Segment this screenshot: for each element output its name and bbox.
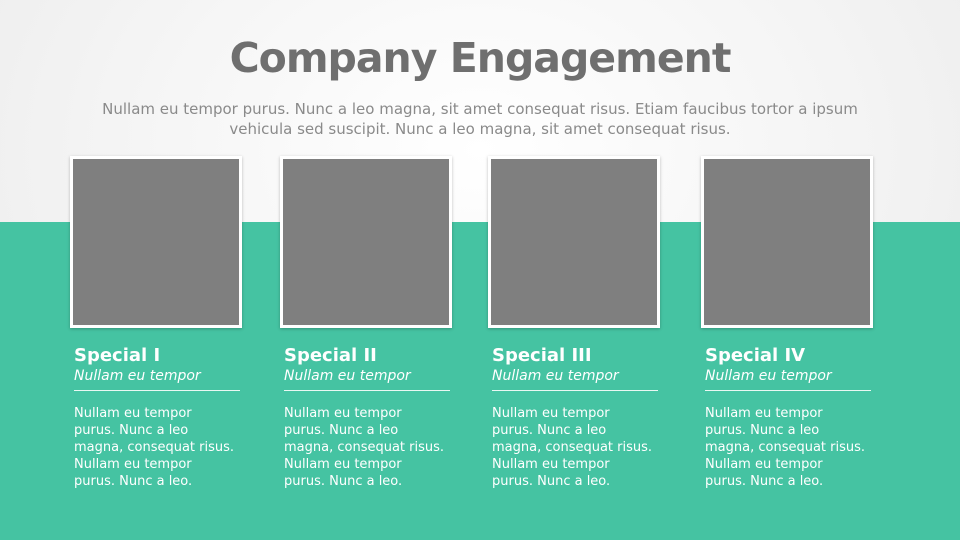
card-body-line: Nullam eu tempor — [705, 457, 823, 472]
subtitle-line: vehicula sed suscipit. Nunc a leo magna,… — [229, 120, 731, 138]
card-divider — [74, 390, 240, 391]
image-placeholder[interactable] — [70, 156, 242, 328]
card-body: Nullam eu tempor purus. Nunc a leo magna… — [284, 405, 452, 490]
slide-subtitle: Nullam eu tempor purus. Nunc a leo magna… — [70, 99, 890, 139]
card-body-line: purus. Nunc a leo — [705, 423, 820, 438]
card-title: Special I — [74, 345, 161, 366]
card-body-line: magna, consequat risus. — [74, 440, 235, 455]
card-divider — [492, 390, 658, 391]
card-body-line: magna, consequat risus. — [705, 440, 866, 455]
card-special-4: Special IV Nullam eu tempor Nullam eu te… — [701, 156, 873, 490]
card-subtitle: Nullam eu tempor — [74, 368, 201, 384]
card-body: Nullam eu tempor purus. Nunc a leo magna… — [705, 405, 873, 490]
card-body: Nullam eu tempor purus. Nunc a leo magna… — [74, 405, 242, 490]
card-body-line: purus. Nunc a leo. — [74, 474, 193, 489]
subtitle-line: Nullam eu tempor purus. Nunc a leo magna… — [102, 100, 858, 118]
image-placeholder[interactable] — [701, 156, 873, 328]
card-subtitle: Nullam eu tempor — [284, 368, 411, 384]
slide-title: Company Engagement — [229, 34, 732, 82]
card-divider — [284, 390, 450, 391]
card-body: Nullam eu tempor purus. Nunc a leo magna… — [492, 405, 660, 490]
card-body-line: magna, consequat risus. — [492, 440, 653, 455]
card-body-line: Nullam eu tempor — [284, 457, 402, 472]
card-body-line: purus. Nunc a leo. — [492, 474, 611, 489]
image-placeholder[interactable] — [488, 156, 660, 328]
card-subtitle: Nullam eu tempor — [705, 368, 832, 384]
card-body-line: purus. Nunc a leo — [284, 423, 399, 438]
card-divider — [705, 390, 871, 391]
card-title: Special III — [492, 345, 592, 366]
card-body-line: Nullam eu tempor — [492, 406, 610, 421]
card-body-line: purus. Nunc a leo — [492, 423, 607, 438]
card-subtitle: Nullam eu tempor — [492, 368, 619, 384]
image-placeholder[interactable] — [280, 156, 452, 328]
card-body-line: Nullam eu tempor — [74, 457, 192, 472]
card-body-line: purus. Nunc a leo. — [705, 474, 824, 489]
card-title: Special IV — [705, 345, 806, 366]
card-body-line: magna, consequat risus. — [284, 440, 445, 455]
card-body-line: Nullam eu tempor — [74, 406, 192, 421]
card-body-line: purus. Nunc a leo. — [284, 474, 403, 489]
card-special-3: Special III Nullam eu tempor Nullam eu t… — [488, 156, 660, 490]
card-body-line: Nullam eu tempor — [284, 406, 402, 421]
card-body-line: purus. Nunc a leo — [74, 423, 189, 438]
card-special-1: Special I Nullam eu tempor Nullam eu tem… — [70, 156, 242, 490]
card-body-line: Nullam eu tempor — [492, 457, 610, 472]
card-body-line: Nullam eu tempor — [705, 406, 823, 421]
card-title: Special II — [284, 345, 377, 366]
card-special-2: Special II Nullam eu tempor Nullam eu te… — [280, 156, 452, 490]
